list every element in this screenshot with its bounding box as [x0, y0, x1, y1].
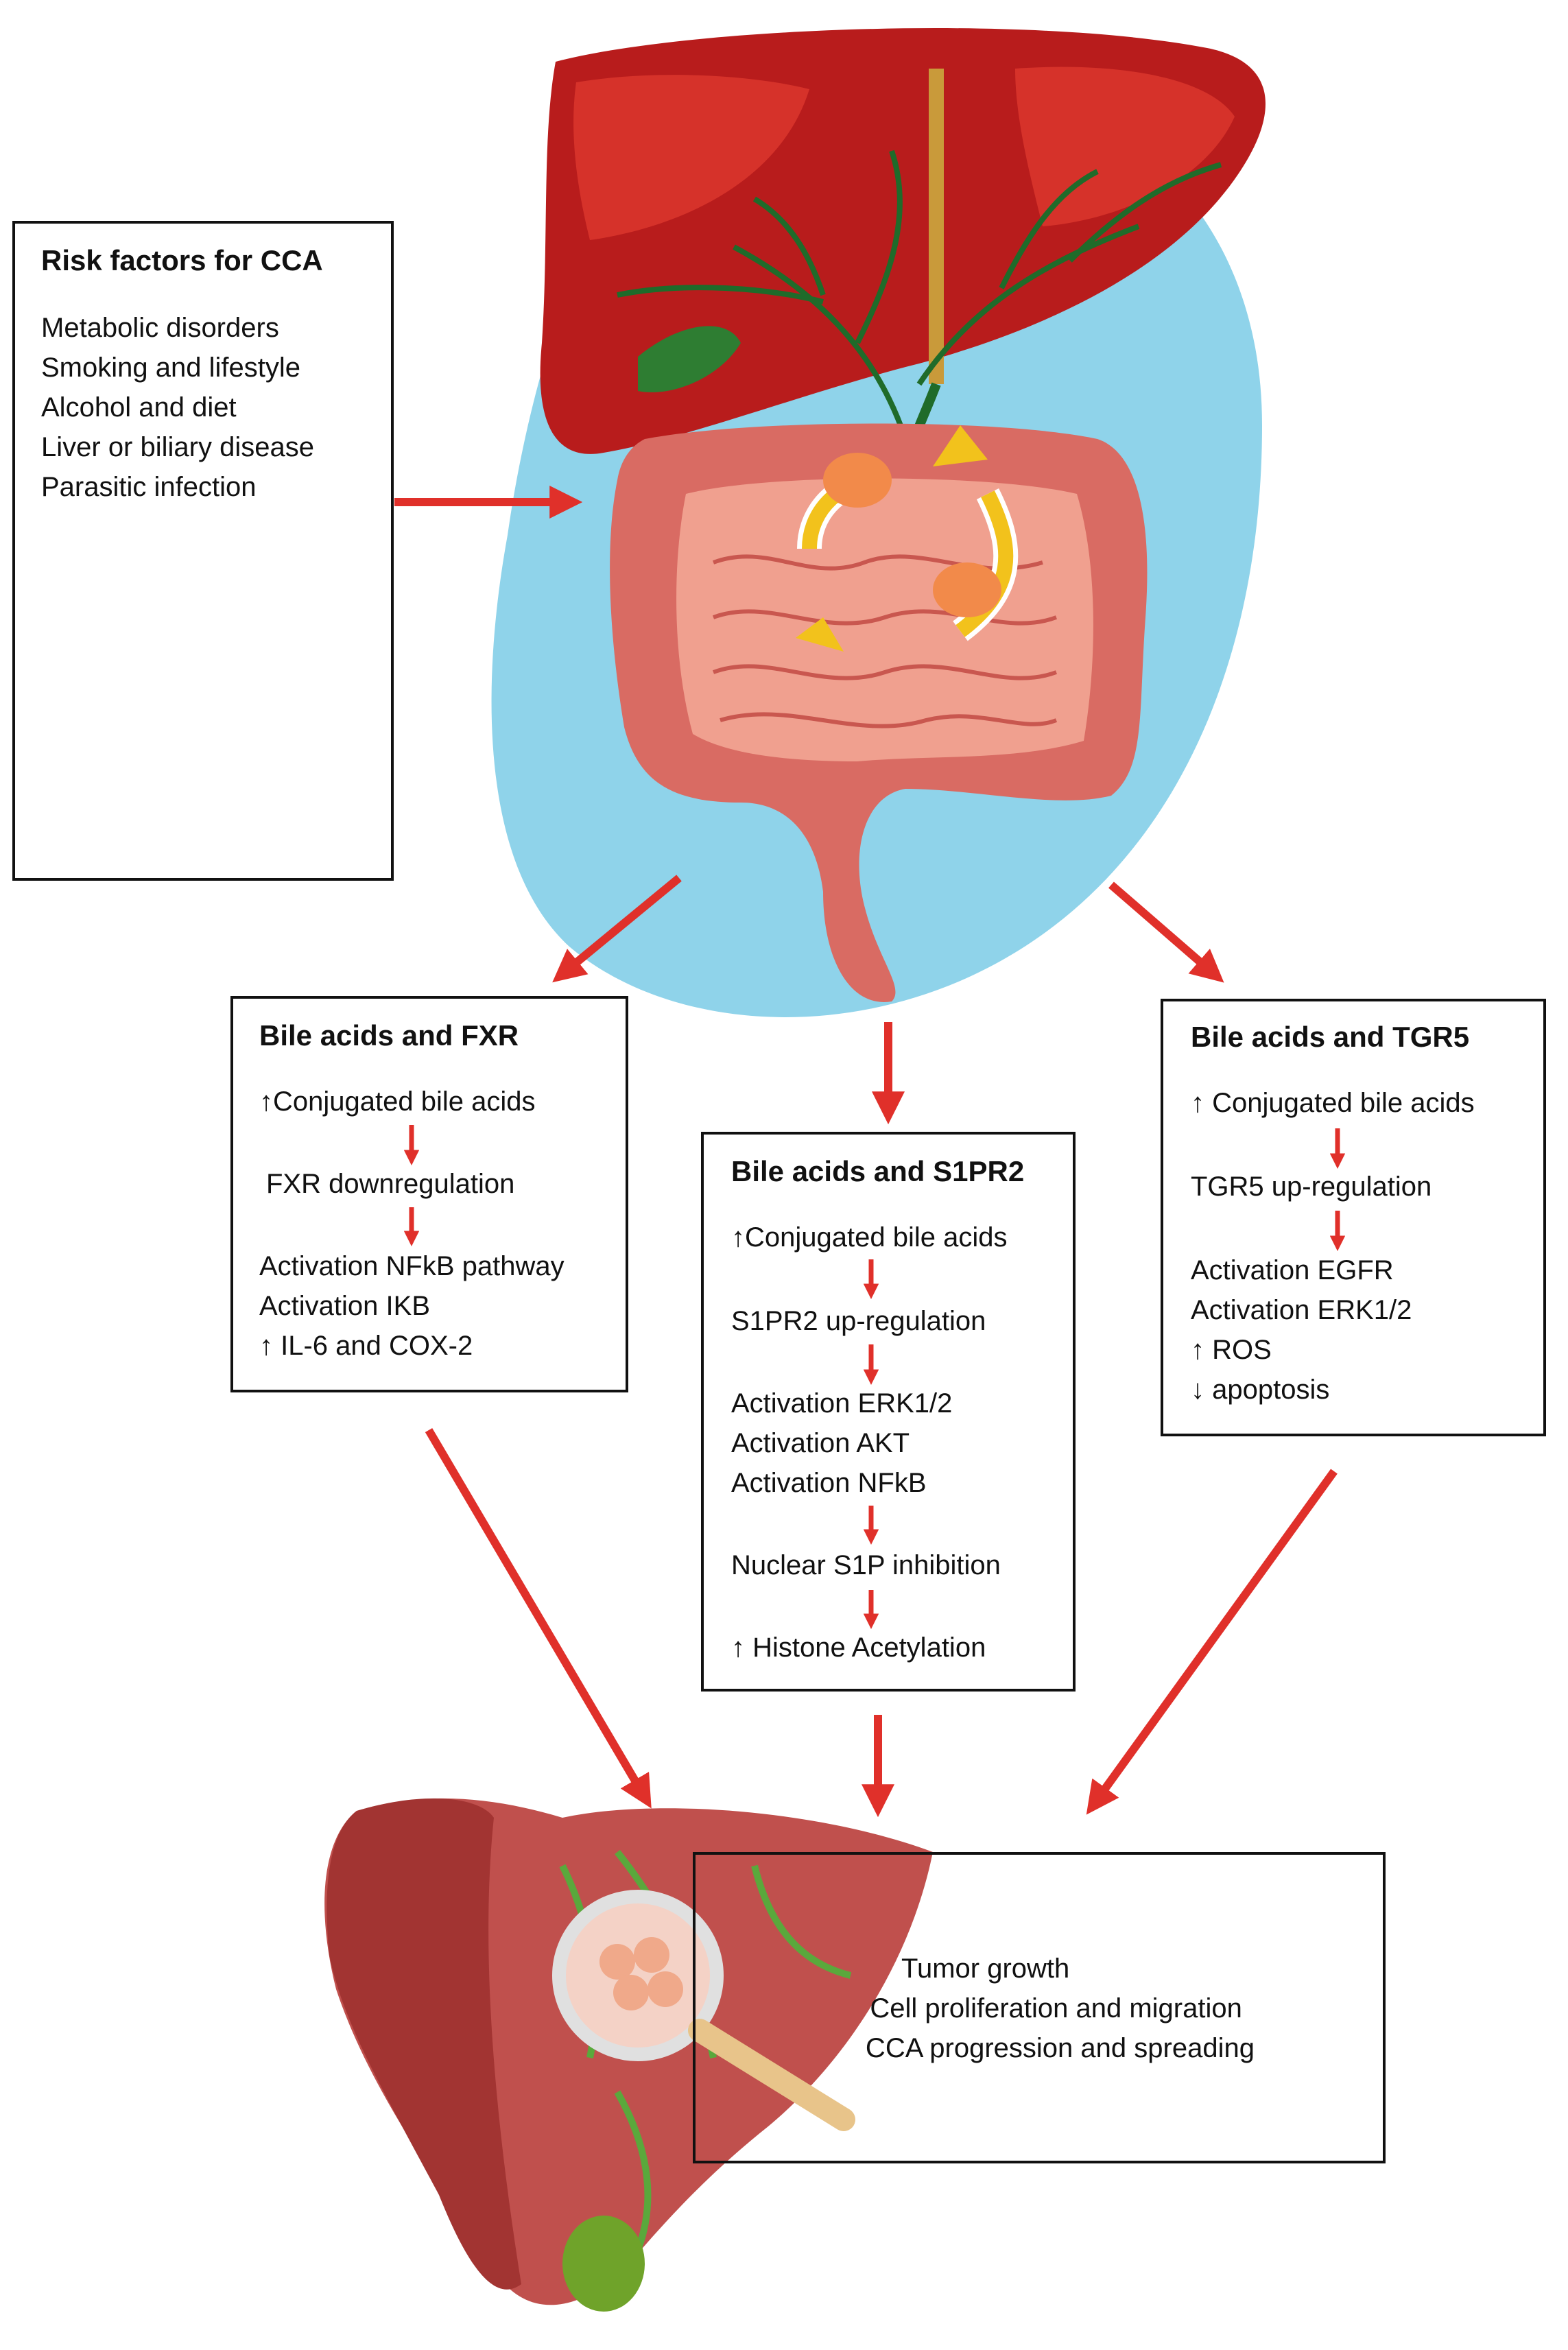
tgr5-step: Activation ERK1/2 — [1191, 1295, 1412, 1325]
s1pr2-step: Activation ERK1/2 — [731, 1388, 953, 1419]
fxr-step: Activation IKB — [259, 1291, 431, 1321]
s1pr2-step: S1PR2 up-regulation — [731, 1306, 986, 1336]
tgr5-step: Activation EGFR — [1191, 1255, 1394, 1285]
arrow-tgr5-to-outcome — [1086, 1469, 1338, 1815]
s1pr2-step: Activation AKT — [731, 1428, 910, 1458]
s1pr2-step: ↑Conjugated bile acids — [731, 1222, 1008, 1253]
arrow-gut-to-fxr — [552, 875, 682, 983]
outcome-item: Cell proliferation and migration — [870, 1993, 1242, 2023]
tgr5-step: ↑ Conjugated bile acids — [1191, 1088, 1475, 1118]
liver-illustration — [540, 28, 1266, 468]
intestine-illustration — [610, 423, 1148, 1002]
fxr-step: ↑Conjugated bile acids — [259, 1087, 536, 1117]
fxr-title: Bile acids and FXR — [259, 1019, 519, 1052]
risk-factor-item: Metabolic disorders — [41, 313, 279, 343]
outcome-item: CCA progression and spreading — [865, 2033, 1255, 2063]
risk-factors-title: Risk factors for CCA — [41, 244, 323, 276]
fxr-pathway-box: Bile acids and FXR ↑Conjugated bile acid… — [230, 996, 628, 1392]
tgr5-step: ↑ ROS — [1191, 1335, 1272, 1365]
arrow-fxr-to-outcome — [425, 1427, 652, 1809]
risk-factor-item: Alcohol and diet — [41, 392, 237, 423]
cancer-liver-illustration — [324, 1798, 933, 2312]
tgr5-pathway-box: Bile acids and TGR5 ↑ Conjugated bile ac… — [1161, 999, 1546, 1436]
tgr5-step: ↓ apoptosis — [1191, 1375, 1330, 1405]
risk-factor-item: Liver or biliary disease — [41, 432, 314, 462]
risk-factor-item: Parasitic infection — [41, 472, 257, 502]
s1pr2-pathway-box: Bile acids and S1PR2 ↑Conjugated bile ac… — [701, 1132, 1076, 1692]
fxr-step: FXR downregulation — [266, 1169, 515, 1199]
outcome-box: Tumor growth Cell proliferation and migr… — [693, 1852, 1386, 2163]
s1pr2-step: ↑ Histone Acetylation — [731, 1633, 986, 1663]
tgr5-step: TGR5 up-regulation — [1191, 1172, 1432, 1202]
outcome-item: Tumor growth — [901, 1954, 1070, 1984]
s1pr2-step: Nuclear S1P inhibition — [731, 1550, 1001, 1580]
s1pr2-step: Activation NFkB — [731, 1468, 927, 1498]
flow-arrows — [394, 486, 1346, 1818]
risk-factors-box: Risk factors for CCA Metabolic disorders… — [12, 221, 394, 881]
fxr-step: Activation NFkB pathway — [259, 1251, 565, 1281]
fxr-step: ↑ IL-6 and COX-2 — [259, 1331, 473, 1361]
risk-factor-item: Smoking and lifestyle — [41, 353, 300, 383]
tgr5-title: Bile acids and TGR5 — [1191, 1021, 1470, 1053]
s1pr2-title: Bile acids and S1PR2 — [731, 1155, 1025, 1187]
arrow-gut-to-tgr5 — [1108, 881, 1224, 983]
